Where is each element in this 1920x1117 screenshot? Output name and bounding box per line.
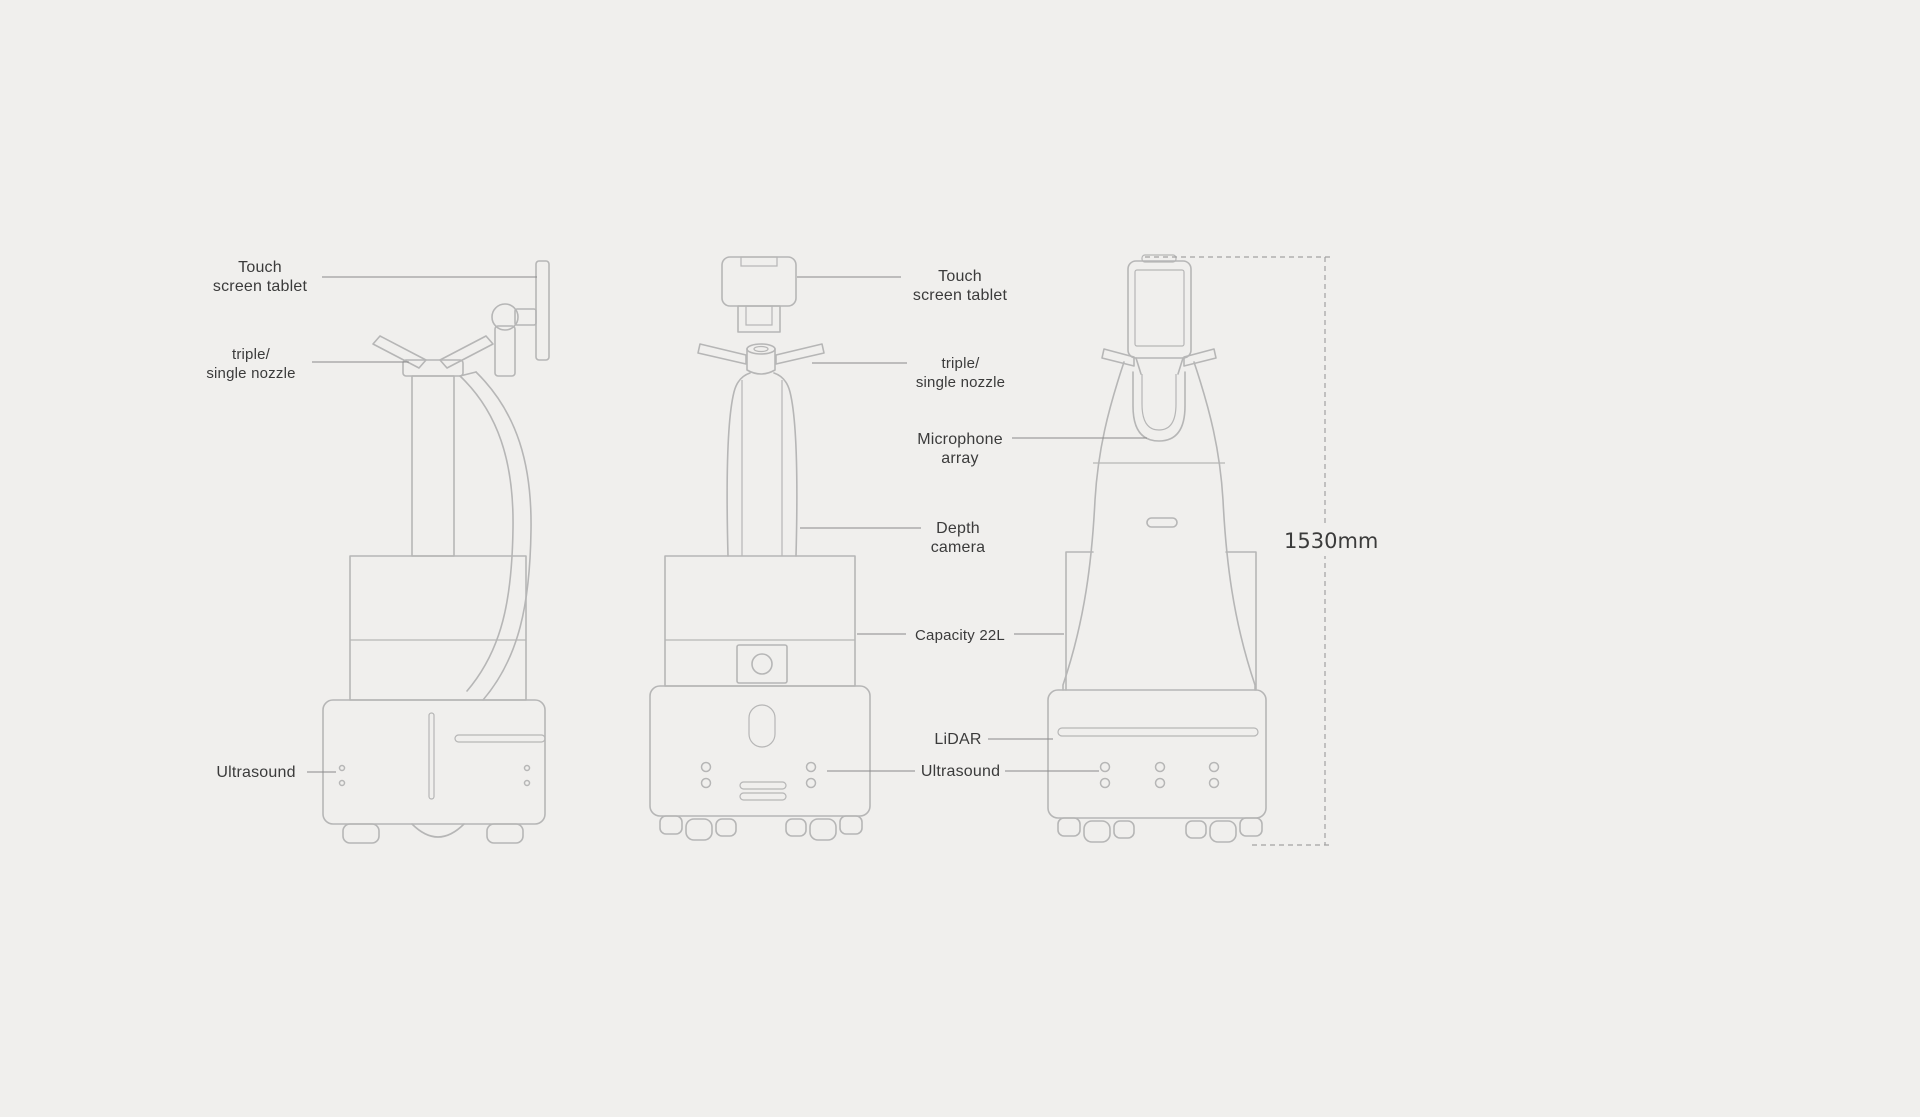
body-shell-left	[1062, 361, 1125, 691]
robot-rear-view	[649, 256, 871, 841]
nozzle-cylinder	[746, 348, 776, 375]
base-slot-vertical	[428, 712, 435, 800]
tank-left-edge	[1065, 551, 1094, 691]
tablet-bracket	[737, 305, 781, 333]
ultrasound-sensor	[700, 761, 712, 773]
vent-slot	[739, 781, 787, 790]
dimension-lines	[1145, 256, 1333, 846]
robot-side-view	[322, 260, 550, 844]
label-capacity: Capacity 22L	[915, 627, 1005, 644]
ultrasound-sensor	[338, 764, 346, 772]
lidar-slot	[1057, 727, 1259, 737]
ultrasound-sensor	[1099, 761, 1111, 773]
tablet-side	[535, 260, 550, 361]
base	[322, 699, 546, 825]
leader-lines	[307, 276, 1147, 773]
label-ultrasound-front: Ultrasound	[920, 763, 1001, 780]
tablet-front	[1127, 260, 1192, 359]
wheel	[1209, 820, 1237, 843]
tank-right-edge	[1225, 551, 1257, 691]
neck-edge	[1177, 357, 1184, 375]
vent-slot	[739, 792, 787, 801]
ultrasound-sensor	[523, 779, 531, 787]
wheel	[659, 815, 683, 835]
frame-tube-cap	[459, 371, 477, 377]
tablet-bracket-inner	[745, 305, 773, 326]
tablet-top-notch	[1141, 254, 1177, 263]
ultrasound-sensor	[1208, 761, 1220, 773]
ultrasound-sensor	[338, 779, 346, 787]
label-lidar: LiDAR	[934, 731, 982, 748]
nozzle-opening	[753, 345, 769, 353]
wheel	[685, 818, 713, 841]
ultrasound-sensor	[1099, 777, 1111, 789]
ultrasound-sensor	[1154, 761, 1166, 773]
base	[1047, 689, 1267, 819]
wheel	[1057, 817, 1081, 837]
wheel	[839, 815, 863, 835]
label-ultrasound-side: Ultrasound	[216, 764, 296, 781]
dimension-height-label: 1530mm	[1282, 526, 1378, 556]
label-depth-camera: Depth camera	[930, 520, 986, 556]
label-touch-screen-tablet-side: Touch screen tablet	[212, 259, 308, 295]
tank	[664, 555, 856, 687]
tablet-pole	[494, 325, 516, 377]
base	[649, 685, 871, 817]
microphone-arch-inner	[1141, 374, 1177, 431]
ultrasound-sensor	[700, 777, 712, 789]
tablet-mount	[514, 308, 537, 326]
label-touch-screen-tablet-front: Touch screen tablet	[912, 268, 1008, 304]
wheel	[486, 823, 524, 844]
arm-joint	[491, 303, 519, 331]
ultrasound-sensor	[805, 761, 817, 773]
label-nozzle-side: triple/ single nozzle	[206, 346, 296, 382]
wheel	[1185, 820, 1207, 839]
nozzle-cylinder-top	[746, 343, 776, 355]
label-nozzle-front: triple/ single nozzle	[915, 355, 1006, 391]
tablet-back	[721, 256, 797, 307]
caster-wheel	[411, 823, 465, 838]
nozzle-arm-left	[372, 335, 427, 369]
nozzle-wing-left	[697, 343, 747, 365]
camera-lens	[751, 653, 773, 675]
ultrasound-sensor	[523, 764, 531, 772]
nozzle-wing-right	[1183, 348, 1217, 367]
wheel	[1083, 820, 1111, 843]
ultrasound-sensor	[1154, 777, 1166, 789]
wheel	[1239, 817, 1263, 837]
camera-housing	[736, 644, 788, 684]
ultrasound-sensor	[1208, 777, 1220, 789]
robot-front-view	[1047, 254, 1267, 843]
nozzle-wing-left	[1101, 348, 1135, 367]
ultrasound-sensor	[805, 777, 817, 789]
microphone-arch-outer	[1132, 371, 1186, 442]
label-microphone-array: Microphone array	[917, 431, 1003, 467]
wheel	[715, 818, 737, 837]
frame-left	[726, 372, 751, 557]
wheel	[1113, 820, 1135, 839]
wheel	[342, 823, 380, 844]
frame-tube-inner	[459, 375, 514, 692]
nozzle-base	[402, 359, 464, 377]
base-pill-slot	[748, 704, 776, 748]
body-shell-right	[1193, 361, 1256, 691]
frame-right	[773, 372, 798, 557]
wheel	[809, 818, 837, 841]
nozzle-wing-right	[775, 343, 825, 365]
neck-edge	[1135, 357, 1142, 375]
base-slot-horizontal	[454, 734, 546, 743]
frame-tube-outer	[475, 371, 532, 701]
column	[411, 375, 455, 557]
depth-camera-slot	[1146, 517, 1178, 528]
nozzle-arm-right	[439, 335, 494, 369]
wheel	[785, 818, 807, 837]
tablet-screen	[1134, 269, 1185, 347]
tablet-notch	[740, 256, 778, 267]
